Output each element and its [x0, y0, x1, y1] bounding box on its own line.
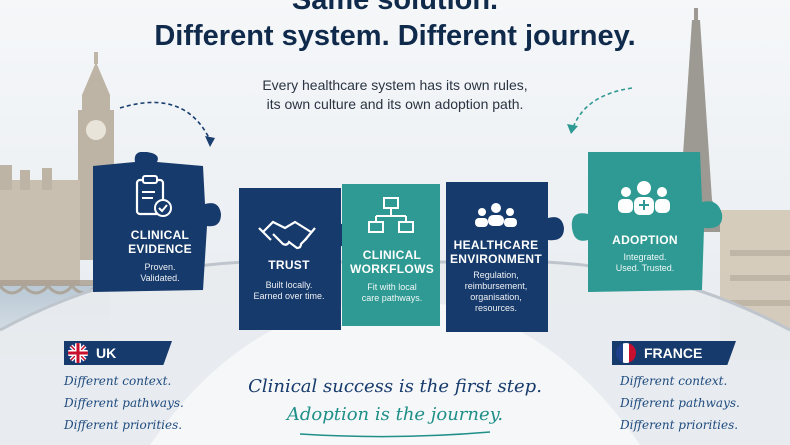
tagline-line1: Clinical success is the first step.	[248, 376, 542, 397]
medical-team-icon	[618, 181, 670, 215]
country-name: FRANCE	[644, 345, 703, 361]
piece-desc: care pathways.	[361, 293, 423, 303]
piece-desc: resources.	[474, 303, 518, 313]
piece-desc: Regulation,	[473, 270, 519, 280]
piece-title: HEALTHCARE	[453, 238, 539, 252]
uk-flag-icon	[68, 343, 88, 363]
piece-title: TRUST	[268, 258, 310, 272]
intro-text: Every healthcare system has its own rule…	[262, 77, 528, 112]
team-icon	[475, 203, 517, 227]
puzzle-piece-clinical-evidence: CLINICAL EVIDENCE Proven. Validated.	[85, 152, 235, 302]
piece-desc: reimbursement,	[464, 281, 528, 291]
headline-line2: Different system. Different journey.	[154, 20, 636, 52]
clipboard-check-icon	[135, 175, 172, 217]
arrow-right	[572, 87, 633, 129]
tagline-line2: Adoption is the journey.	[286, 404, 504, 425]
piece-desc: organisation,	[470, 292, 522, 302]
piece-desc: Integrated.	[623, 252, 667, 262]
piece-title: EVIDENCE	[128, 242, 192, 256]
westminster-bridge	[0, 280, 100, 295]
piece-title: WORKFLOWS	[349, 262, 435, 276]
country-tag-uk: UK	[64, 341, 172, 365]
tagline-underline	[299, 431, 491, 438]
piece-desc: Earned over time.	[253, 291, 325, 301]
france-notes: Different context. Different pathways. D…	[620, 374, 740, 432]
piece-desc: Fit with local	[367, 282, 417, 292]
puzzle-piece-adoption: ADOPTION Integrated. Used. Trusted.	[568, 148, 728, 298]
piece-desc: Validated.	[140, 273, 180, 283]
piece-desc: Used. Trusted.	[615, 263, 675, 273]
handshake-icon	[258, 220, 316, 250]
arrow-left	[119, 101, 211, 141]
piece-title: ENVIRONMENT	[450, 252, 542, 266]
france-flag-icon	[616, 343, 636, 363]
country-tag-france: FRANCE	[612, 341, 736, 365]
puzzle-piece-trust: TRUST Built locally. Earned over time.	[237, 184, 357, 334]
country-name: UK	[96, 345, 117, 361]
piece-title: ADOPTION	[612, 233, 678, 247]
piece-desc: Built locally.	[265, 280, 313, 290]
headline-line1: Same solution.	[291, 0, 499, 16]
piece-title: CLINICAL	[362, 248, 422, 262]
uk-notes: Different context. Different pathways. D…	[64, 374, 184, 432]
puzzle-piece-healthcare-environment: HEALTHCARE ENVIRONMENT Regulation, reimb…	[444, 180, 582, 334]
flowchart-icon	[368, 197, 414, 233]
puzzle-piece-clinical-workflows: CLINICAL WORKFLOWS Fit with local care p…	[342, 182, 442, 328]
piece-desc: Proven.	[144, 262, 176, 272]
piece-title: CLINICAL	[130, 228, 190, 242]
